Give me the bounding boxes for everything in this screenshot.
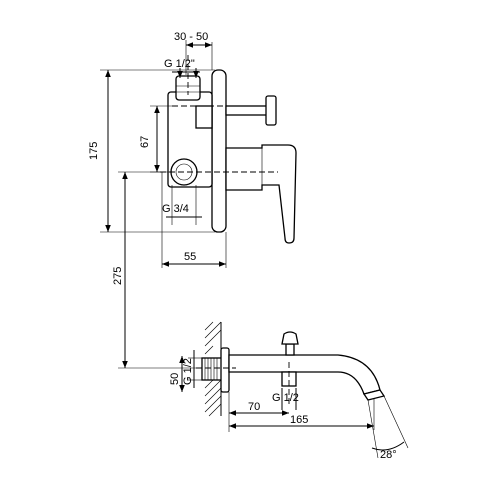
diverter-rod [225,105,269,116]
dim-50: 50 [169,356,185,392]
spout-diverter-knob [281,331,299,345]
dim-bottom-thread: G 1/2 [272,388,299,410]
dim-thread-top: G 1/2" [164,58,200,78]
label-67: 67 [139,136,151,148]
spout-side-view [196,321,386,417]
dim-top-range: 30 - 50 [174,31,213,75]
dim-165: 165 [229,398,375,430]
spout-rosette [220,347,230,393]
label-50: 50 [169,373,181,385]
label-55: 55 [184,251,196,263]
label-spout-thread: G 1/2 [182,358,194,385]
dim-thread-mid: G 3/4 [162,185,202,225]
label-angle: 28° [380,449,397,461]
label-bottom-thread: G 1/2 [272,392,299,404]
dim-67: 67 [139,105,172,173]
dim-275: 275 [112,171,210,369]
label-175: 175 [88,142,100,160]
wall-hatch [204,321,222,417]
label-275: 275 [112,267,124,285]
dim-spout-thread: G 1/2 [182,350,202,388]
label-165: 165 [290,414,308,426]
label-thread-top: G 1/2" [164,58,195,70]
mixer-front-view [160,55,297,244]
lever-handle [225,144,297,244]
dim-175: 175 [88,69,215,233]
dim-55: 55 [161,172,227,268]
label-top-range: 30 - 50 [174,31,208,43]
inner-stub [195,105,213,129]
spout-diverter-stem [285,343,295,356]
label-thread-mid: G 3/4 [162,203,189,215]
spout-body [228,354,381,395]
label-70: 70 [248,401,260,413]
wall-plate [211,69,227,233]
dim-angle: 28° [367,395,409,461]
nipple-thread [204,358,218,380]
diverter-knob [265,95,277,126]
